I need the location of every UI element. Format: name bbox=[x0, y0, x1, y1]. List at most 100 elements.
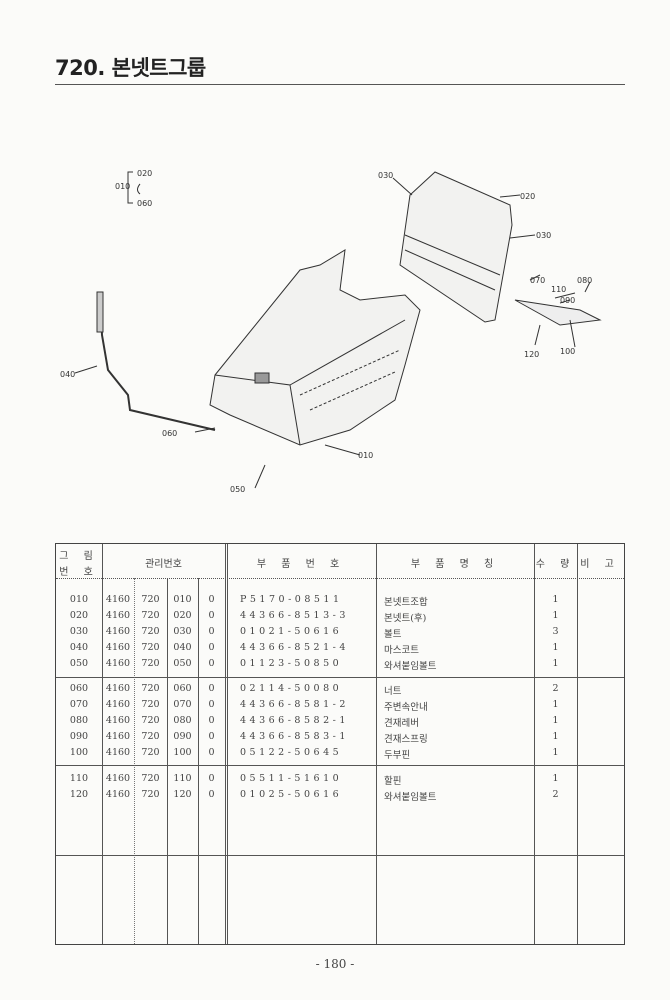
callout: 010 bbox=[358, 451, 373, 460]
cell-a: 4160 bbox=[105, 658, 131, 669]
cell-a: 4160 bbox=[105, 626, 131, 637]
cell-qty: 3 bbox=[552, 626, 559, 637]
cell-b: 720 bbox=[141, 789, 160, 800]
cell-b: 720 bbox=[141, 747, 160, 758]
cell-a: 4160 bbox=[105, 594, 131, 605]
cell-fig: 100 bbox=[69, 747, 89, 758]
cell-b: 720 bbox=[141, 699, 160, 710]
cell-b: 720 bbox=[141, 683, 160, 694]
callout: 120 bbox=[524, 350, 539, 359]
callout: 110 bbox=[551, 285, 566, 294]
header-fig-no: 그 림 bbox=[59, 551, 99, 562]
cell-qty: 1 bbox=[552, 658, 559, 669]
cell-d: 0 bbox=[208, 683, 215, 694]
cell-d: 0 bbox=[208, 773, 215, 784]
cell-b: 720 bbox=[141, 642, 160, 653]
cell-part: 44366-8583-1 bbox=[240, 731, 349, 742]
cell-fig: 070 bbox=[69, 699, 89, 710]
cell-qty: 1 bbox=[552, 642, 559, 653]
cell-name: 할핀 bbox=[384, 776, 402, 787]
bracket-bottom-label: 060 bbox=[137, 199, 152, 208]
cell-name: 두부핀 bbox=[384, 750, 411, 761]
cell-c: 010 bbox=[173, 594, 192, 605]
bracket-top-label: 020 bbox=[137, 169, 152, 178]
bonnet-body bbox=[209, 249, 421, 446]
cell-d: 0 bbox=[208, 610, 215, 621]
exploded-parts-diagram: 010 020 060 030 020 030 070 080 110 090 … bbox=[60, 169, 602, 494]
cell-part: 44366-8581-2 bbox=[240, 699, 349, 710]
header-fig-no-2: 번 호 bbox=[59, 567, 99, 578]
callout: 030 bbox=[378, 171, 393, 180]
cell-qty: 1 bbox=[552, 747, 559, 758]
callout: 090 bbox=[560, 296, 575, 305]
cell-b: 720 bbox=[141, 626, 160, 637]
cell-a: 4160 bbox=[105, 642, 131, 653]
cell-c: 020 bbox=[173, 610, 192, 621]
rear-bonnet bbox=[399, 171, 513, 323]
cell-qty: 1 bbox=[552, 731, 559, 742]
page-title: 720. 본넷트그룹 bbox=[55, 56, 206, 80]
cell-name: 너트 bbox=[384, 686, 402, 697]
parts-table: 그 림 번 호 관리번호 부 품 번 호 부 품 명 칭 수 량 비 고 010… bbox=[55, 543, 625, 945]
cell-a: 4160 bbox=[105, 683, 131, 694]
cell-part: 05511-51610 bbox=[240, 773, 343, 784]
cell-d: 0 bbox=[208, 658, 215, 669]
cell-fig: 040 bbox=[69, 642, 89, 653]
cell-name: 견재레버 bbox=[384, 718, 419, 729]
cell-part: 02114-50080 bbox=[240, 683, 343, 694]
cell-d: 0 bbox=[208, 789, 215, 800]
cell-d: 0 bbox=[208, 642, 215, 653]
cell-name: 본넷트조합 bbox=[384, 597, 428, 608]
callout: 050 bbox=[230, 485, 245, 494]
cell-name: 볼트 bbox=[384, 629, 402, 640]
cell-c: 100 bbox=[173, 747, 192, 758]
header-part-no: 부 품 번 호 bbox=[256, 559, 346, 570]
header-qty: 수 량 bbox=[535, 559, 576, 570]
cell-name: 와셔붙임볼트 bbox=[384, 792, 437, 803]
cell-fig: 030 bbox=[69, 626, 89, 637]
cell-fig: 110 bbox=[69, 773, 89, 784]
cell-qty: 2 bbox=[552, 789, 559, 800]
cell-d: 0 bbox=[208, 626, 215, 637]
cell-qty: 1 bbox=[552, 699, 559, 710]
mascot-lever bbox=[99, 294, 216, 431]
cell-part: 01123-50850 bbox=[240, 658, 343, 669]
title-rule bbox=[55, 84, 625, 85]
cell-c: 050 bbox=[173, 658, 192, 669]
cell-qty: 1 bbox=[552, 773, 559, 784]
cell-c: 090 bbox=[173, 731, 192, 742]
callout: 060 bbox=[162, 429, 177, 438]
cell-part: P5170-08511 bbox=[240, 594, 343, 605]
cell-qty: 1 bbox=[552, 594, 559, 605]
header-part-name: 부 품 명 칭 bbox=[410, 559, 500, 570]
cell-part: 44366-8513-3 bbox=[240, 610, 349, 621]
cell-part: 44366-8521-4 bbox=[240, 642, 349, 653]
cell-c: 110 bbox=[173, 773, 192, 784]
callout: 020 bbox=[520, 192, 535, 201]
cell-fig: 080 bbox=[69, 715, 89, 726]
cell-b: 720 bbox=[141, 773, 160, 784]
cell-a: 4160 bbox=[105, 747, 131, 758]
cell-b: 720 bbox=[141, 731, 160, 742]
cell-fig: 050 bbox=[69, 658, 89, 669]
cell-d: 0 bbox=[208, 594, 215, 605]
header-remarks: 비 고 bbox=[580, 559, 620, 570]
cell-fig: 060 bbox=[69, 683, 89, 694]
cell-c: 040 bbox=[173, 642, 192, 653]
cell-part: 05122-50645 bbox=[240, 747, 343, 758]
cell-d: 0 bbox=[208, 731, 215, 742]
cell-qty: 1 bbox=[552, 715, 559, 726]
cell-name: 본넷트(후) bbox=[384, 613, 427, 624]
cell-b: 720 bbox=[141, 610, 160, 621]
cell-d: 0 bbox=[208, 747, 215, 758]
callout: 100 bbox=[560, 347, 575, 356]
cell-b: 720 bbox=[141, 594, 160, 605]
cell-fig: 020 bbox=[69, 610, 89, 621]
cell-qty: 2 bbox=[552, 683, 559, 694]
cell-fig: 090 bbox=[69, 731, 89, 742]
cell-c: 060 bbox=[173, 683, 192, 694]
cell-c: 070 bbox=[173, 699, 192, 710]
cell-qty: 1 bbox=[552, 610, 559, 621]
callout: 040 bbox=[60, 370, 75, 379]
